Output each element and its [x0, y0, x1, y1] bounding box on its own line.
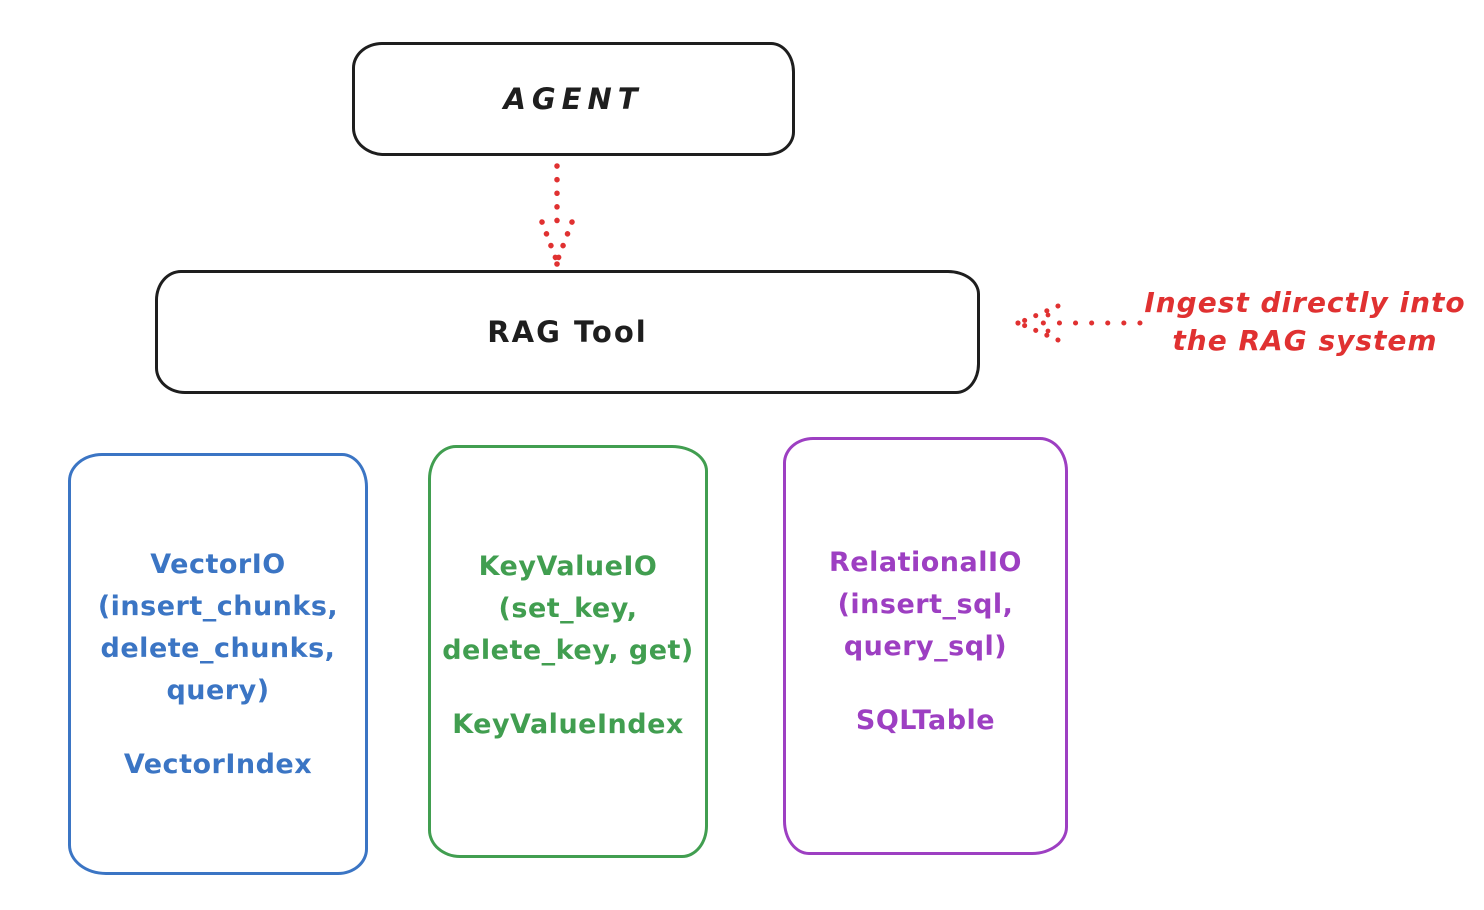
relational-io-index-label: SQLTable: [855, 705, 996, 736]
agent-node: AGENT: [352, 42, 795, 156]
agent-node-label: AGENT: [503, 82, 644, 116]
rag-tool-node-label: RAG Tool: [487, 315, 648, 349]
relational-io-node: RelationalIO (insert_sql, query_sql) SQL…: [783, 437, 1068, 855]
vector-io-method-line: (insert_chunks,: [97, 591, 339, 622]
annotation-text: Ingest directly into the RAG system: [1135, 284, 1475, 360]
keyvalue-io-title: KeyValueIO: [478, 551, 658, 582]
annotation-line-2: the RAG system: [1172, 324, 1438, 357]
keyvalue-io-method-line: (set_key,: [498, 593, 638, 624]
vector-io-node: VectorIO (insert_chunks, delete_chunks, …: [68, 453, 368, 875]
annotation-line-1: Ingest directly into: [1144, 286, 1466, 319]
relational-io-method-line: (insert_sql,: [837, 589, 1014, 620]
vector-io-index-label: VectorIndex: [123, 749, 313, 780]
relational-io-title: RelationalIO: [829, 547, 1022, 578]
vector-io-title: VectorIO: [150, 549, 286, 580]
vector-io-method-line: query): [166, 675, 270, 706]
keyvalue-io-method-line: delete_key, get): [442, 635, 694, 666]
rag-tool-node: RAG Tool: [155, 270, 980, 394]
dotted-arrow-down-icon: [539, 163, 575, 267]
relational-io-method-line: query_sql): [843, 631, 1008, 662]
keyvalue-io-index-label: KeyValueIndex: [452, 709, 684, 740]
dotted-arrow-left-icon: [1015, 303, 1143, 343]
keyvalue-io-node: KeyValueIO (set_key, delete_key, get) Ke…: [428, 445, 708, 858]
vector-io-method-line: delete_chunks,: [100, 633, 336, 664]
